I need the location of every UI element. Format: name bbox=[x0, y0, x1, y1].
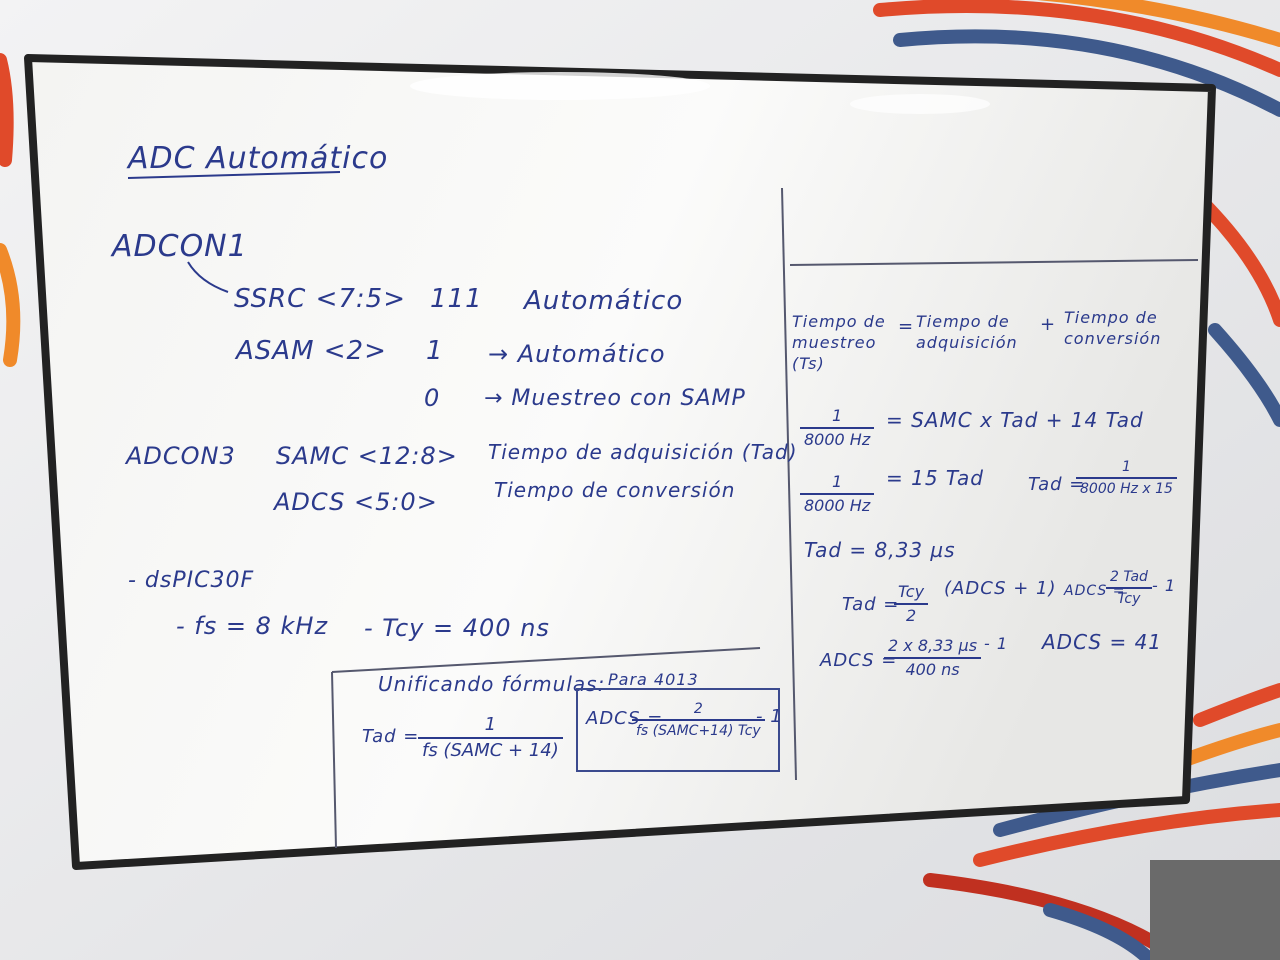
box-tad-lhs: Tad = bbox=[362, 726, 420, 747]
tad-formula-rhs: (ADCS + 1) bbox=[944, 578, 1057, 599]
tcy-value: - Tcy = 400 ns bbox=[364, 614, 550, 642]
tad-solve-fraction: 1 8000 Hz x 15 bbox=[1076, 460, 1177, 496]
adcs-calc-lhs: ADCS = bbox=[820, 650, 898, 671]
table-corner bbox=[1150, 860, 1280, 960]
eq-sign: = bbox=[898, 316, 915, 337]
adcs-desc: Tiempo de conversión bbox=[494, 478, 736, 502]
ssrc-value: 111 bbox=[430, 284, 483, 314]
box-adcs-fraction: 2 fs (SAMC+14) Tcy bbox=[632, 702, 765, 738]
asam-value-0: 0 bbox=[424, 384, 441, 412]
asam-desc-0: → Muestreo con SAMP bbox=[484, 386, 746, 411]
box-adcs-numerator: 2 bbox=[693, 701, 703, 717]
adcs-result: ADCS = 41 bbox=[1042, 630, 1163, 654]
adcs-formula-fraction: 2 Tad Tcy bbox=[1106, 570, 1152, 606]
box-tad-denominator: fs (SAMC + 14) bbox=[418, 737, 563, 760]
samc-desc: Tiempo de adquisición (Tad) bbox=[488, 440, 798, 464]
adcs-label: ADCS <5:0> bbox=[274, 488, 438, 516]
box-tad-numerator: 1 bbox=[484, 714, 497, 735]
samc-label: SAMC <12:8> bbox=[276, 442, 458, 470]
tad-formula-numerator: Tcy bbox=[898, 582, 925, 601]
box-adcs-lhs: ADCS = bbox=[586, 708, 664, 729]
box-title: Unificando fórmulas: bbox=[378, 672, 606, 696]
tiempo-conversion: Tiempo de conversión bbox=[1064, 308, 1162, 348]
adcs-calc-numerator: 2 x 8,33 µs bbox=[888, 636, 978, 655]
tiempo-adquisicion: Tiempo de adquisición bbox=[916, 312, 1018, 352]
plus-sign: + bbox=[1040, 314, 1057, 335]
adcs-calc-tail: - 1 bbox=[984, 634, 1009, 653]
asam-label: ASAM <2> bbox=[236, 336, 387, 366]
f2-numerator: 1 bbox=[832, 472, 843, 491]
f1-rhs: = SAMC x Tad + 14 Tad bbox=[886, 408, 1144, 432]
tad-formula-denominator: 2 bbox=[894, 603, 929, 624]
adcs-formula-box bbox=[576, 688, 780, 772]
board-title: ADC Automático bbox=[128, 141, 389, 176]
box-adcs-tail: - 1 bbox=[756, 706, 783, 727]
asam-desc-1: → Automático bbox=[488, 340, 666, 368]
f1-numerator: 1 bbox=[832, 406, 843, 425]
box-tad-fraction: 1 fs (SAMC + 14) bbox=[418, 716, 563, 760]
f2-denominator: 8000 Hz bbox=[800, 493, 875, 514]
tad-formula-fraction: Tcy 2 bbox=[894, 582, 929, 624]
adcon3-label: ADCON3 bbox=[126, 442, 236, 470]
f2-rhs: = 15 Tad bbox=[886, 466, 984, 490]
tad-formula-lhs: Tad = bbox=[842, 594, 900, 615]
box-para-4013: Para 4013 bbox=[608, 670, 699, 689]
ssrc-desc: Automático bbox=[524, 286, 684, 316]
tad-value: Tad = 8,33 µs bbox=[804, 538, 956, 562]
adcs-formula-denominator: Tcy bbox=[1106, 587, 1152, 606]
adcs-formula-numerator: 2 Tad bbox=[1110, 569, 1148, 585]
adcs-formula-tail: - 1 bbox=[1152, 576, 1177, 595]
asam-value-1: 1 bbox=[426, 336, 444, 366]
adcon1-label: ADCON1 bbox=[112, 229, 248, 264]
tad-solve-numerator: 1 bbox=[1122, 459, 1131, 475]
f1-fraction: 1 8000 Hz bbox=[800, 406, 875, 448]
f2-fraction: 1 8000 Hz bbox=[800, 472, 875, 514]
ssrc-label: SSRC <7:5> bbox=[234, 284, 406, 314]
dspic-label: - dsPIC30F bbox=[128, 568, 255, 593]
adcs-calc-denominator: 400 ns bbox=[884, 657, 982, 678]
tiempo-muestreo: Tiempo de muestreo (Ts) bbox=[792, 312, 886, 373]
tad-solve-denominator: 8000 Hz x 15 bbox=[1076, 477, 1177, 496]
f1-denominator: 8000 Hz bbox=[800, 427, 875, 448]
box-adcs-denominator: fs (SAMC+14) Tcy bbox=[632, 719, 765, 738]
tad-solve-lhs: Tad = bbox=[1028, 474, 1086, 495]
adcs-calc-fraction: 2 x 8,33 µs 400 ns bbox=[884, 636, 982, 678]
fs-value: - fs = 8 kHz bbox=[176, 612, 329, 640]
